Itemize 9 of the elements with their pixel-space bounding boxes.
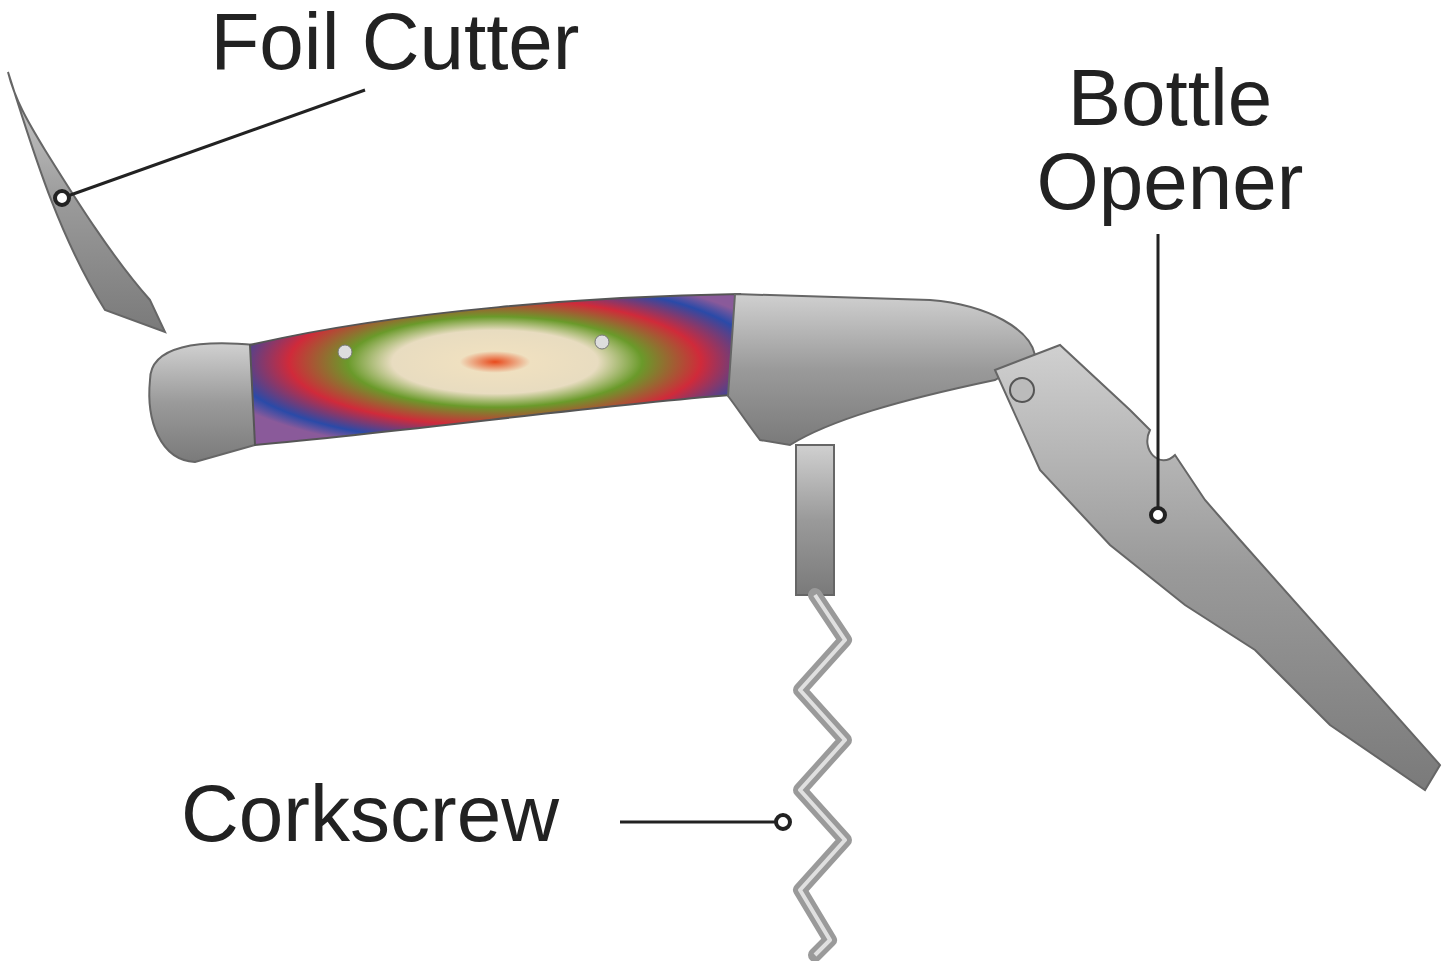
leader-line bbox=[53, 88, 366, 207]
part-label: Foil Cutter bbox=[150, 0, 640, 84]
lever-drawing bbox=[994, 344, 1441, 791]
leader-line bbox=[620, 813, 792, 831]
part-label: Corkscrew bbox=[120, 772, 620, 856]
corkscrew-drawing bbox=[793, 444, 852, 961]
blade-drawing bbox=[7, 71, 166, 333]
leader-line bbox=[1149, 234, 1167, 524]
part-label: Bottle Opener bbox=[970, 56, 1370, 224]
